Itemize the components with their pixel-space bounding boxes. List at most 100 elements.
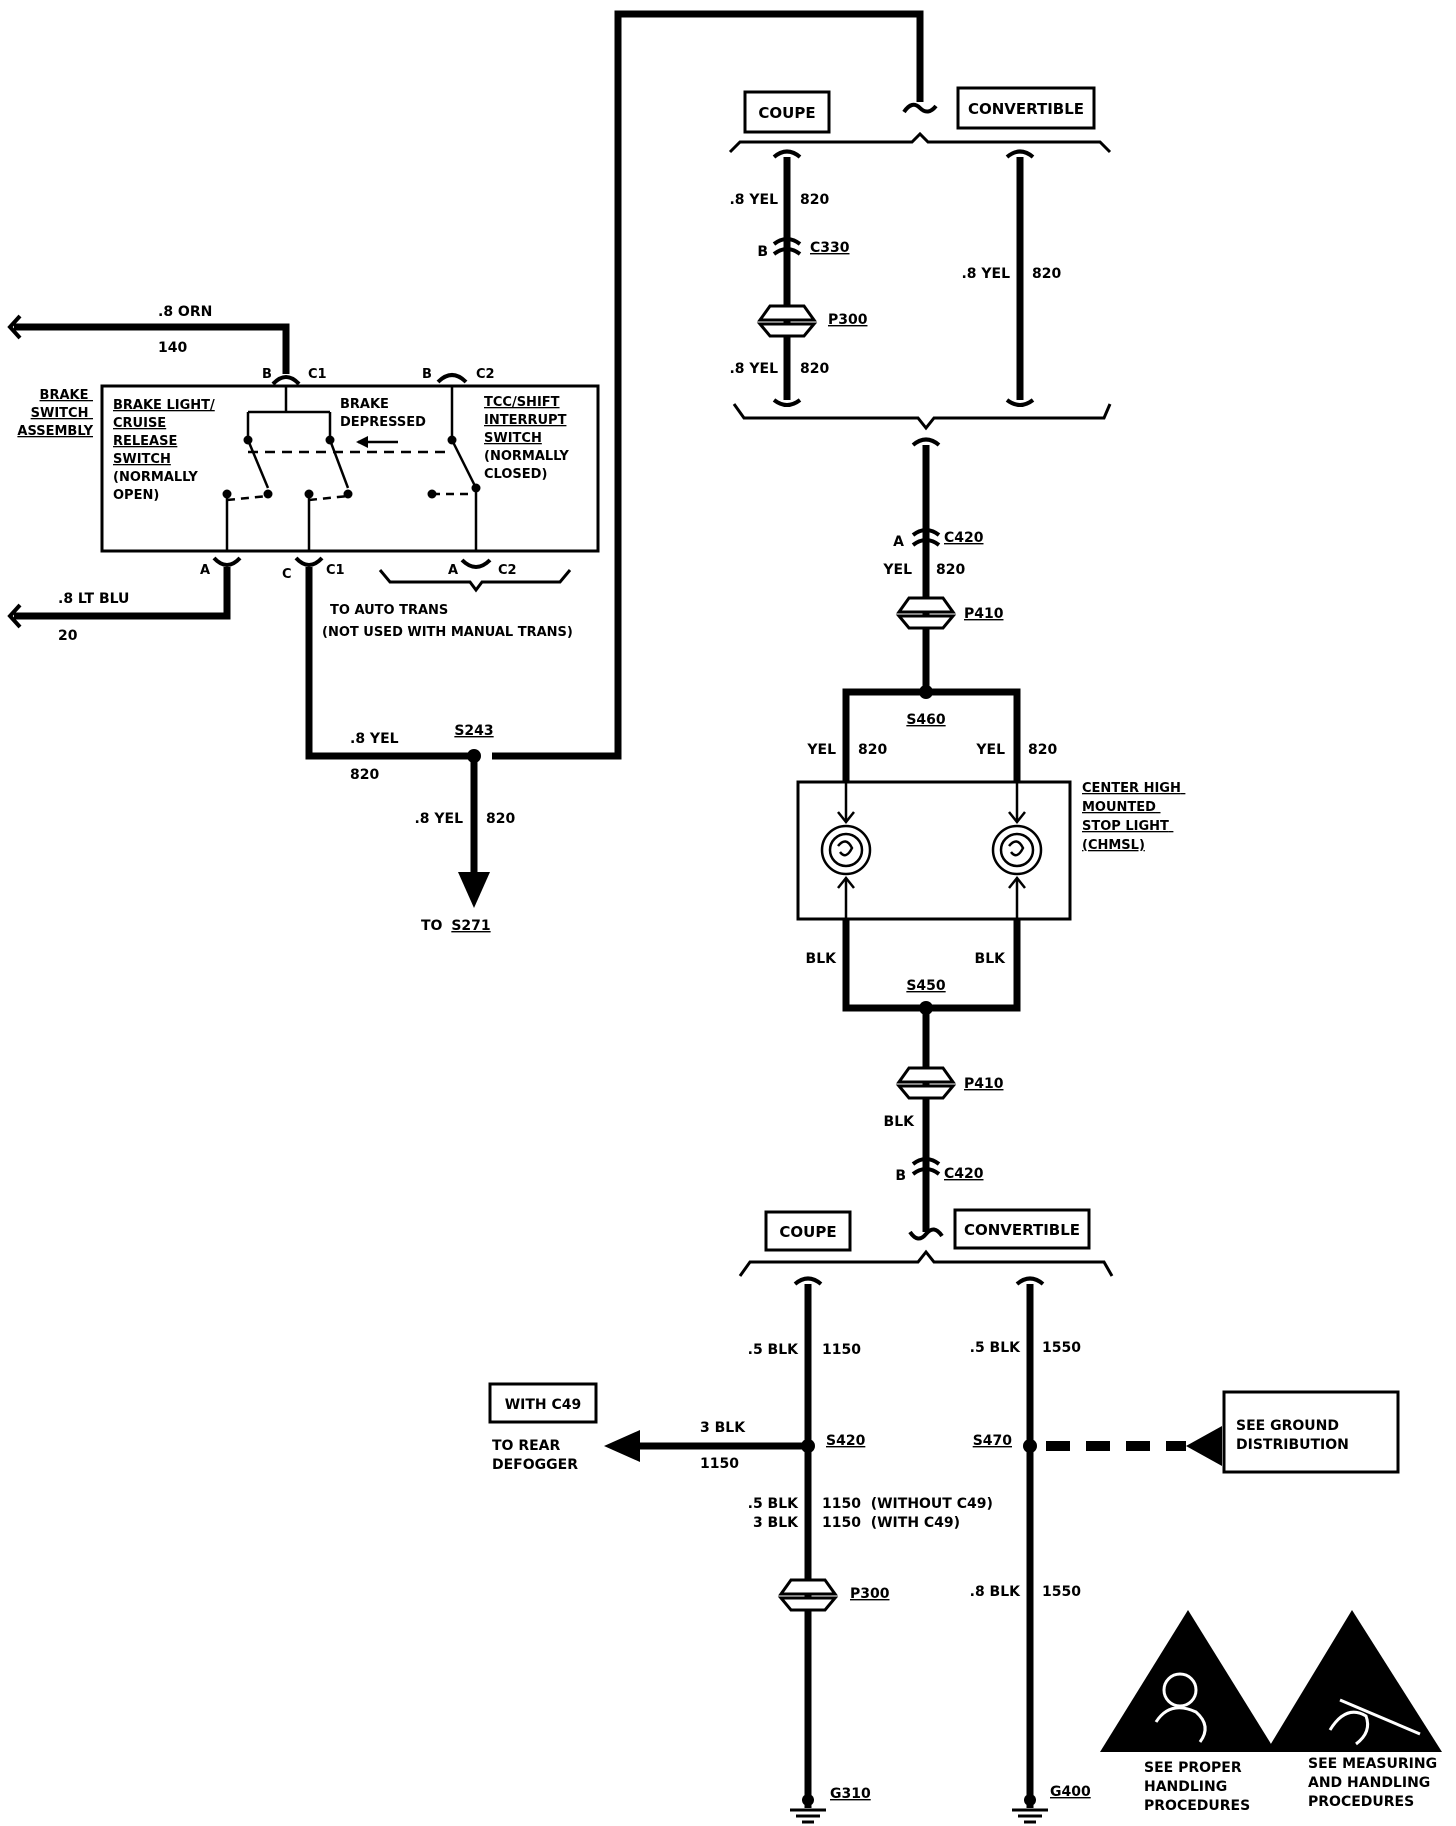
g400-label: G400 (1050, 1784, 1091, 1800)
blu-wire-label: .8 LT BLU (58, 591, 129, 607)
coupe-bottom-box (764, 1210, 852, 1252)
yel-circuit-label: 820 (350, 767, 379, 783)
convertible-top-label: CONVERTIBLE (968, 100, 1084, 118)
c2-bot-label: C2 (498, 563, 517, 578)
splice-s420 (801, 1439, 815, 1453)
esd-handling-arm-icon (1154, 1706, 1207, 1743)
connector-top-hook (902, 102, 938, 114)
connector-c1-top (271, 375, 301, 386)
passthru-p300-bottom (778, 1578, 838, 1596)
bulb-socket (837, 811, 855, 825)
orn-wire-label: .8 ORN (158, 304, 212, 320)
bulb-left-inner-icon (828, 832, 864, 868)
circuit-a-label: 1150 (WITHOUT C49) (822, 1496, 993, 1512)
convertible-bottom-label: CONVERTIBLE (964, 1221, 1080, 1239)
p300-top-label: P300 (828, 312, 868, 328)
passthru-p410-b-b (895, 1084, 957, 1100)
c2-top-pin-label: B (422, 367, 432, 382)
yel-wire-label: .8 YEL (350, 731, 399, 747)
switch-contact (222, 489, 232, 499)
c1-top-pin-label: B (262, 367, 272, 382)
brake-depressed-label: BRAKE DEPRESSED (340, 397, 426, 430)
option-bracket-bottom-upper (738, 1249, 1114, 1277)
conv-circuit-label: 820 (1032, 266, 1061, 282)
conv-wire-label: .8 YEL (961, 266, 1010, 282)
connector-c420-b (911, 1157, 941, 1176)
coupe-wire-bot-label: .8 YEL (729, 361, 778, 377)
connector-c2-top (436, 373, 468, 384)
option-bracket-top-lower (732, 403, 1112, 431)
bulb-right-icon (991, 824, 1043, 876)
passthru-p300-bottom-b (777, 1596, 839, 1612)
c420b-label: C420 (944, 1166, 984, 1182)
switch-contact (471, 483, 481, 493)
switch-blade (328, 439, 350, 489)
conv-circuit2-label: 1550 (1042, 1584, 1081, 1600)
switch-contact (325, 435, 335, 445)
p300-bottom-label: P300 (850, 1586, 890, 1602)
bulb-socket (837, 875, 855, 889)
switch-contact (243, 435, 253, 445)
connector-coupe-top-hook (772, 149, 802, 159)
brake-light-switch-label: BRAKE LIGHT/ CRUISE RELEASE SWITCH (NORM… (113, 398, 219, 503)
chmsl-box (796, 780, 1072, 921)
mid-yel-circuit-label: 820 (936, 562, 965, 578)
s460-left-wire-label: YEL (806, 742, 836, 758)
switch-contact (304, 489, 314, 499)
coupe-circuit-bot-label: 820 (800, 361, 829, 377)
convertible-top-box (956, 86, 1096, 130)
auto-trans-label: TO AUTO TRANS (NOT USED WITH MANUAL TRAN… (322, 603, 573, 640)
splice-s243 (467, 749, 481, 763)
switch-contact (343, 489, 353, 499)
coupe-bottom-circuit-label: 1150 (822, 1342, 861, 1358)
c1-bot-pin-c-label: C (282, 567, 292, 582)
s450-label: S450 (906, 978, 946, 994)
blu-arrow-icon (7, 603, 22, 629)
circuit-b-label: 1150 (WITH C49) (822, 1515, 960, 1531)
c420a-label: C420 (944, 530, 984, 546)
to-s271-arrow-icon (458, 872, 490, 908)
connector-c330 (772, 237, 802, 256)
conv-bottom-circuit-label: 1550 (1042, 1340, 1081, 1356)
c420a-pin-label: A (893, 534, 904, 550)
blk-right-label: BLK (975, 951, 1007, 967)
coupe-top-label: COUPE (758, 104, 815, 122)
brake-switch-assembly-box (100, 384, 600, 553)
switch-contact (427, 489, 437, 499)
connector-conv-top-hook (1005, 149, 1035, 159)
down-wire-label: .8 YEL (414, 811, 463, 827)
s271-ref: S271 (451, 918, 490, 934)
connector-blk-hook (908, 1227, 944, 1241)
ground-g310-dot (802, 1794, 814, 1806)
esd-measuring-icon (1266, 1610, 1442, 1752)
down-circuit-label: 820 (486, 811, 515, 827)
brake-switch-assembly-label: BRAKE SWITCH ASSEMBLY (17, 388, 93, 439)
wire-s243-loop (492, 10, 924, 760)
mid-yel-wire-label: YEL (882, 562, 912, 578)
blk-mid-label: BLK (884, 1114, 916, 1130)
wire-lt-blu (14, 567, 231, 620)
esd-handling-icon (1100, 1610, 1276, 1752)
wire-orn (14, 323, 290, 374)
c1-top-label: C1 (308, 367, 327, 382)
connector-mid-hook (911, 437, 941, 447)
wire-yel-s243 (305, 567, 474, 760)
c2-bot-pin-label: A (448, 563, 458, 578)
blk-left-label: BLK (806, 951, 838, 967)
conv-wire2-label: .8 BLK (970, 1584, 1022, 1600)
blu-circuit-label: 20 (58, 628, 78, 644)
p410a-label: P410 (964, 606, 1004, 622)
splice-s470 (1023, 1439, 1037, 1453)
c330-label: C330 (810, 240, 850, 256)
switch-contact (447, 435, 457, 445)
p410b-label: P410 (964, 1076, 1004, 1092)
splice-s460 (919, 685, 933, 699)
c420b-pin-label: B (895, 1168, 906, 1184)
with-c49-box (488, 1382, 598, 1424)
passthru-p300-top-b (756, 322, 818, 338)
passthru-p410-a-b (895, 614, 957, 630)
option-bracket-auto-trans (378, 569, 572, 593)
s420-label: S420 (826, 1433, 866, 1449)
to-rear-defogger-label: TO REAR DEFOGGER (492, 1438, 578, 1473)
